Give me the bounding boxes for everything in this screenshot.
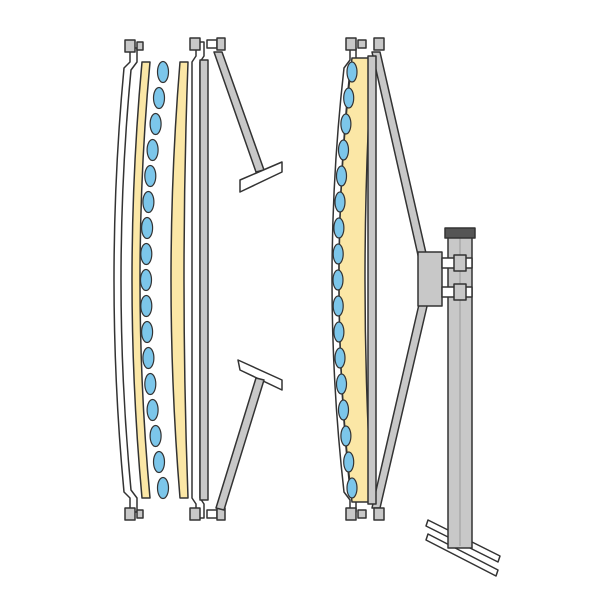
exploded-blue-element xyxy=(141,216,154,240)
strut-upper xyxy=(213,51,265,173)
strut-assembled-upper xyxy=(371,51,429,265)
bolt-cover-top-cap xyxy=(136,41,144,51)
exploded-blue-element xyxy=(146,138,159,162)
strut-assembled-lower xyxy=(371,299,429,509)
bolt-assembled-bottom-right xyxy=(373,507,385,521)
exploded-view xyxy=(113,37,283,521)
exploded-blue-element xyxy=(149,424,162,448)
strut-lower-break xyxy=(237,359,283,391)
assembled-blue-element xyxy=(333,217,345,239)
exploded-blue-element xyxy=(152,450,166,474)
assembled-blue-element xyxy=(332,295,344,317)
bolt-assembled-top-left xyxy=(345,37,357,51)
assembled-blue-element xyxy=(335,165,348,187)
assembled-blue-element xyxy=(337,139,350,161)
exploded-blue-element xyxy=(156,60,170,84)
exploded-blue-element xyxy=(144,372,157,396)
assembled-blue-element xyxy=(334,347,346,369)
clamp-lower-bolt xyxy=(453,283,467,301)
bolts-exploded xyxy=(124,37,226,521)
blue-element-column-exploded xyxy=(139,60,170,500)
yellow-layer-front xyxy=(131,61,151,499)
assembled-blue-element xyxy=(340,113,352,135)
bolt-assembled-top-mid xyxy=(357,39,367,49)
strut-lower xyxy=(215,377,265,511)
base-bracket-lower-rail xyxy=(425,533,499,577)
bolt-shell-top xyxy=(189,37,201,51)
mounting-bracket xyxy=(417,251,443,307)
bolt-assembled-top-right xyxy=(373,37,385,51)
exploded-blue-element xyxy=(140,294,153,318)
exploded-blue-element xyxy=(139,268,153,292)
bolt-assembled-bottom-mid xyxy=(357,509,367,519)
bolt-shell-top-head xyxy=(216,37,226,51)
exploded-blue-element xyxy=(142,190,155,214)
bolts-assembled xyxy=(345,37,385,521)
assembled-blue-element xyxy=(346,477,358,499)
assembled-blue-element xyxy=(335,373,348,395)
clamp-upper-bolt xyxy=(453,254,467,272)
support-struts-exploded xyxy=(213,51,283,511)
exploded-blue-element xyxy=(140,242,153,266)
assembled-blue-element xyxy=(343,87,355,109)
assembled-blue-element xyxy=(334,191,346,213)
bolt-cover-bottom-cap xyxy=(136,509,144,519)
exploded-blue-element xyxy=(156,476,170,500)
exploded-blue-element xyxy=(149,112,162,136)
assembled-blue-element xyxy=(332,269,344,291)
assembled-blue-element xyxy=(337,399,350,421)
bolt-cover-top xyxy=(124,39,136,53)
bolt-shell-bottom xyxy=(189,507,201,521)
bolt-cover-bottom xyxy=(124,507,136,521)
back-shell xyxy=(191,41,205,519)
exploded-blue-element xyxy=(146,398,159,422)
strut-upper-break xyxy=(239,161,283,193)
exploded-blue-element xyxy=(152,86,166,110)
exploded-blue-element xyxy=(144,164,157,188)
bolt-shell-bottom-nut xyxy=(206,509,218,519)
assembled-blue-element xyxy=(340,425,352,447)
yellow-layer-rear xyxy=(170,61,189,499)
assembled-back-plate xyxy=(367,55,377,505)
exploded-blue-element xyxy=(141,320,154,344)
assembled-blue-element xyxy=(333,321,345,343)
assembled-blue-element xyxy=(346,61,358,83)
assembled-blue-element xyxy=(332,243,344,265)
assembled-view xyxy=(331,37,501,577)
bolt-shell-top-nut xyxy=(206,39,218,49)
exploded-blue-element xyxy=(142,346,155,370)
blue-element-column-assembled xyxy=(332,61,358,499)
assembled-blue-element xyxy=(343,451,355,473)
back-shell-plate xyxy=(199,59,209,501)
clamps xyxy=(441,254,473,301)
bolt-assembled-bottom-left xyxy=(345,507,357,521)
mast-cap xyxy=(444,227,476,239)
